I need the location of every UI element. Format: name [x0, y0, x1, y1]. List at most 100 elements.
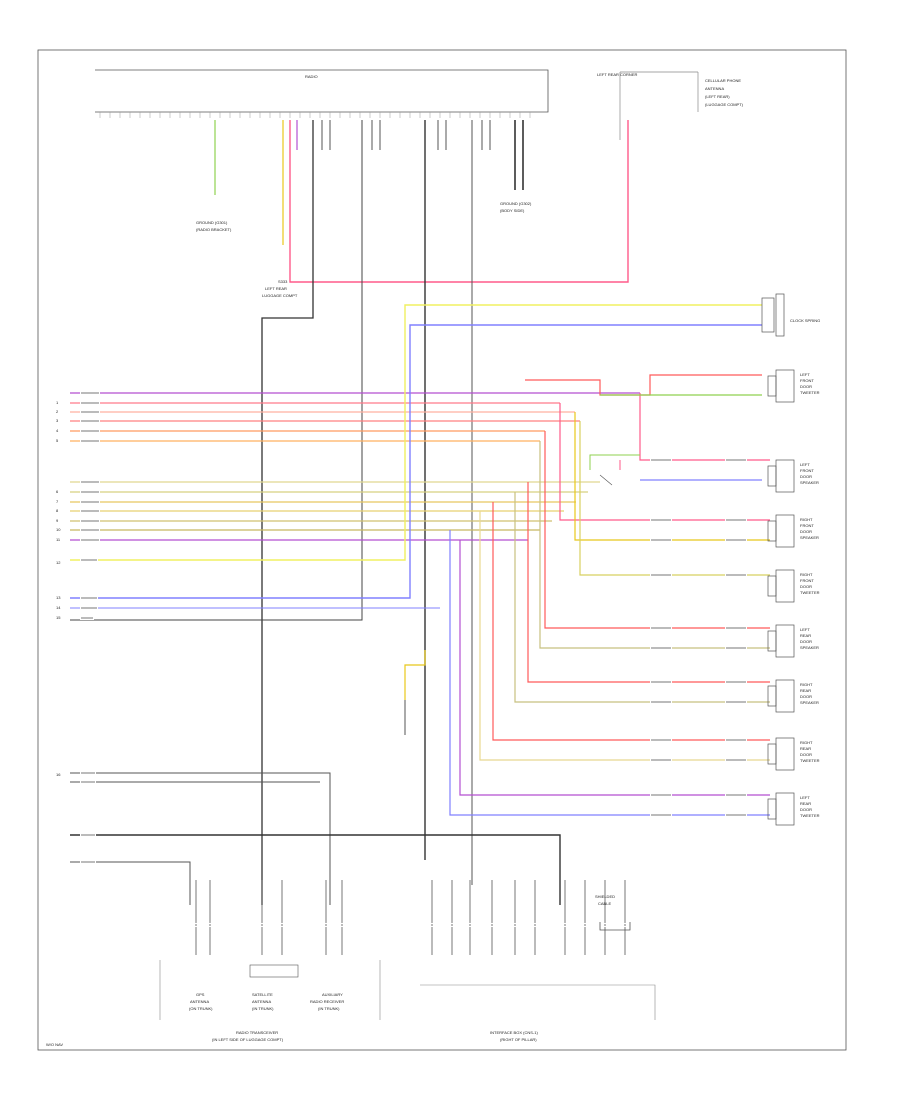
speaker-column: LEFTFRONTDOORTWEETERLEFTFRONTDOORSPEAKER… — [761, 293, 820, 826]
bus2-tag — [80, 490, 100, 494]
left-index-label: 12 — [56, 560, 61, 565]
speaker-label: DOOR — [800, 584, 812, 589]
feed-tag — [650, 573, 672, 577]
left-index-label: 13 — [56, 595, 61, 600]
speaker-label: DOOR — [800, 529, 812, 534]
tag — [80, 606, 98, 610]
bus-tag — [80, 410, 100, 414]
feed-tag — [725, 646, 747, 650]
speaker-label: DOOR — [800, 807, 812, 812]
wire-speaker-feed-7 — [527, 482, 770, 683]
ground-left-1: GROUND (G301) — [196, 220, 228, 225]
bottom-tag — [324, 923, 328, 927]
wire-bottom-2 — [70, 834, 561, 905]
feed-tag — [725, 626, 747, 630]
speaker-label: RIGHT — [800, 517, 813, 522]
radio-unit: RADIO — [95, 69, 549, 118]
wire-speaker-feed-10 — [479, 511, 770, 761]
bottom-tag — [583, 923, 587, 927]
tag — [80, 780, 96, 784]
bottom-tag — [340, 923, 344, 927]
shield-label-1: SHIELDED — [595, 894, 615, 899]
bottom-tag — [208, 923, 212, 927]
speaker-label: TWEETER — [800, 390, 820, 395]
feed-tag — [725, 538, 747, 542]
cell-line-3: (LEFT REAR) — [705, 94, 730, 99]
feed-tag — [650, 646, 672, 650]
tag — [80, 860, 96, 864]
bus-tag — [80, 429, 100, 433]
feed-tag — [725, 573, 747, 577]
left-index-label: 5 — [56, 438, 59, 443]
horn-component — [761, 293, 785, 337]
bus2-tag — [80, 528, 100, 532]
bus-tag — [80, 391, 100, 395]
left-index-label: 1 — [56, 400, 59, 405]
feed-tag — [650, 458, 672, 462]
wire-bottom-3 — [70, 861, 191, 905]
tag — [80, 596, 98, 600]
gps-label-2: ANTENNA — [190, 999, 209, 1004]
wire-tweeter-return — [525, 374, 762, 396]
left-index-label: 2 — [56, 409, 59, 414]
feed-tag — [725, 793, 747, 797]
gps-label-3: (ON TRUNK) — [189, 1006, 213, 1011]
tag — [80, 833, 96, 837]
speaker-label: DOOR — [800, 474, 812, 479]
sat-label-2: ANTENNA — [252, 999, 271, 1004]
group-right-2: (RIGHT OF PILLAR) — [500, 1037, 537, 1042]
bus-tag — [80, 419, 100, 423]
cell-line-1: CELLULAR PHONE — [705, 78, 741, 83]
speaker-label: DOOR — [800, 639, 812, 644]
speaker-label: LEFT — [800, 462, 810, 467]
bus-tag — [80, 439, 100, 443]
wire-pink-antenna — [289, 120, 629, 283]
bus2-tag — [80, 480, 100, 484]
feed-tag — [650, 738, 672, 742]
left-index-label: 9 — [56, 518, 59, 523]
feed-tag — [650, 518, 672, 522]
bus-tag — [80, 401, 100, 405]
left-index-label: 4 — [56, 428, 59, 433]
left-index-label: 11 — [56, 537, 61, 542]
wire-shield-1 — [261, 120, 314, 905]
aux-label-1: AUXILIARY — [322, 992, 343, 997]
ground-right-2: (BODY SIDE) — [500, 208, 525, 213]
wire-shield-2 — [70, 120, 363, 621]
speaker-label: LEFT — [800, 627, 810, 632]
bottom-tag — [194, 923, 198, 927]
feed-tag — [725, 738, 747, 742]
speaker-label: DOOR — [800, 384, 812, 389]
speaker-label: FRONT — [800, 378, 814, 383]
speaker-label: FRONT — [800, 468, 814, 473]
left-index-label: 3 — [56, 418, 59, 423]
speaker-label: FRONT — [800, 578, 814, 583]
wire-speaker-feed-3 — [574, 412, 770, 541]
splice-label-1: S333 — [278, 279, 288, 284]
bus2-tag — [80, 509, 100, 513]
ground-left-2: (RADIO BRACKET) — [196, 227, 232, 232]
feed-tag — [650, 793, 672, 797]
group-right-1: INTERFACE BOX (CNS-1) — [490, 1030, 538, 1035]
bottom-tag — [430, 923, 434, 927]
bottom-tag — [260, 923, 264, 927]
speaker-label: SPEAKER — [800, 480, 819, 485]
wire-speaker-feed-2 — [559, 403, 770, 521]
wire-speaker-feed-1 — [639, 393, 770, 461]
bottom-components: GPS ANTENNA (ON TRUNK) SATELLITE ANTENNA… — [46, 894, 656, 1047]
tag — [80, 558, 98, 562]
aux-label-2: RADIO RECEIVER — [310, 999, 344, 1004]
wire-speaker-feed-9 — [492, 502, 770, 741]
speaker-label: TWEETER — [800, 758, 820, 763]
speaker-label: SPEAKER — [800, 700, 819, 705]
speaker-label: RIGHT — [800, 572, 813, 577]
horn-label: CLOCK SPRING — [790, 318, 820, 323]
wire-speaker-feed-5 — [544, 431, 770, 629]
gps-label-1: GPS — [196, 992, 205, 997]
splice-label-2: LEFT REAR — [265, 286, 287, 291]
